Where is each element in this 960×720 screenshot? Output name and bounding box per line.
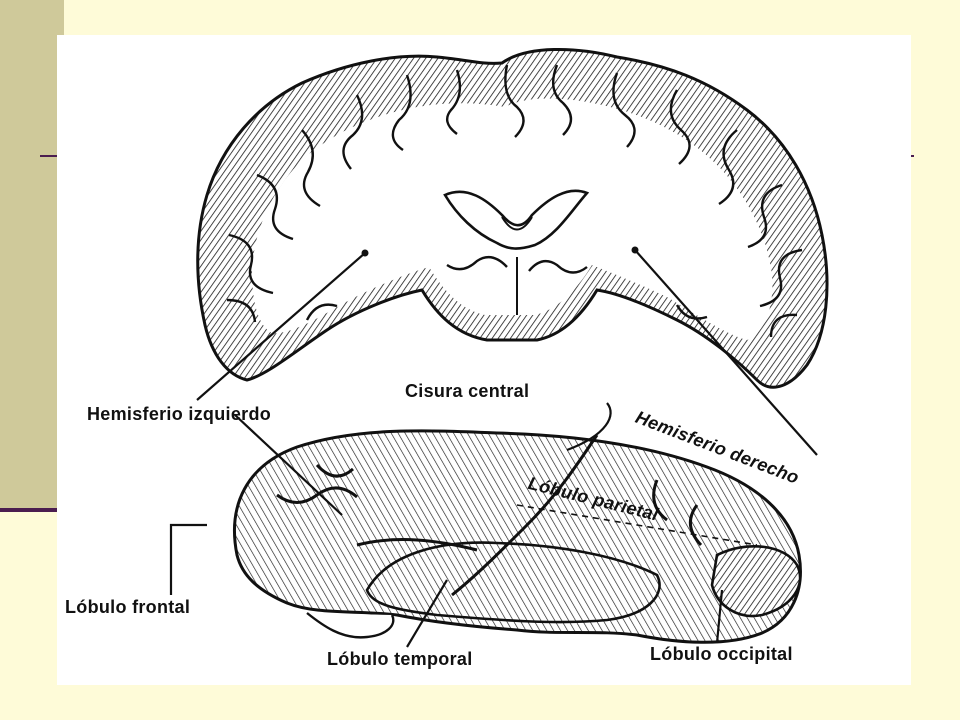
- brain-illustration: [169, 48, 829, 648]
- leader-lobulo-temporal: [406, 579, 448, 648]
- label-lobulo-temporal: Lóbulo temporal: [327, 649, 473, 669]
- coronal-white-matter: [252, 98, 773, 340]
- coronal-gyri: [226, 64, 803, 338]
- leader-hemisferio-derecho: [634, 249, 818, 456]
- lateral-ventricles: [443, 189, 590, 250]
- label-lobulo-frontal: Lóbulo frontal: [65, 597, 191, 617]
- temporal-lobe-region: [365, 541, 661, 624]
- lateral-brain: [233, 429, 802, 644]
- brain-diagram: Hemisferio izquierdo Cisura central Hemi…: [57, 35, 911, 685]
- cerebellum: [710, 544, 802, 618]
- leader-lobulo-frontal: [169, 523, 207, 595]
- slide-accent-line: [0, 508, 80, 512]
- label-cisura-central: Cisura central: [405, 381, 530, 401]
- title-rule-left: [40, 155, 64, 157]
- coronal-section: [196, 48, 829, 389]
- slide-side-band: [0, 0, 64, 512]
- leader-cisura-central: [566, 402, 612, 452]
- leader-lobulo-occipital: [715, 589, 724, 644]
- lateral-sulci: [276, 434, 703, 597]
- label-lobulo-occipital: Lóbulo occipital: [650, 644, 793, 664]
- parietal-occipital-boundary: [516, 504, 758, 546]
- leader-hemisferio-izquierdo: [196, 252, 366, 401]
- label-hemisferio-izquierdo: Hemisferio izquierdo: [87, 404, 272, 424]
- third-ventricle: [501, 216, 533, 231]
- leader-lines: [169, 249, 818, 648]
- brainstem: [306, 612, 395, 639]
- leader-hemi-izq-lateral: [234, 414, 343, 516]
